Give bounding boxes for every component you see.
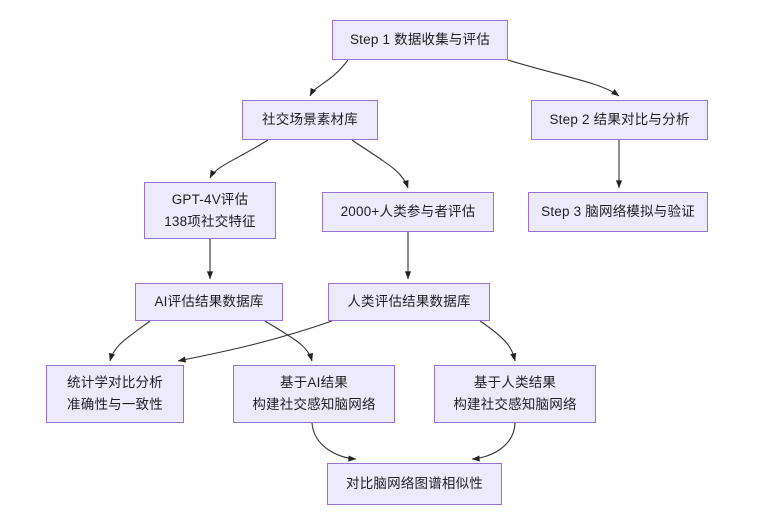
flow-node-human_db[interactable]: 人类评估结果数据库 — [328, 283, 490, 321]
flow-node-corpus[interactable]: 社交场景素材库 — [242, 100, 378, 140]
flow-node-step3[interactable]: Step 3 脑网络模拟与验证 — [528, 192, 708, 232]
flow-node-label: 人类评估结果数据库 — [347, 294, 471, 310]
flow-node-label: GPT-4V评估 — [171, 191, 249, 207]
flow-node-label: Step 2 结果对比与分析 — [549, 112, 690, 128]
flow-node-stats[interactable]: 统计学对比分析准确性与一致性 — [46, 365, 184, 423]
flow-node-label: 社交场景素材库 — [262, 112, 358, 128]
flow-node-label: 构建社交感知脑网络 — [252, 397, 376, 412]
flow-edge-human_db-to-net_human — [479, 320, 517, 362]
flow-edge-ai_db-to-net_ai — [264, 320, 314, 362]
flow-node-label: 基于AI结果 — [280, 375, 348, 391]
flow-node-label: 基于人类结果 — [473, 375, 557, 391]
flow-edge-corpus-to-human_raters — [351, 139, 409, 189]
flow-edge-ai_db-to-stats — [108, 320, 151, 362]
flow-node-gpt4v[interactable]: GPT-4V评估 138项社交特征 — [144, 182, 276, 239]
flow-node-label: Step 3 脑网络模拟与验证 — [541, 204, 695, 220]
flow-edge-step1-to-step2 — [507, 59, 620, 97]
flow-node-label: AI评估结果数据库 — [154, 294, 264, 310]
flow-node-label: 对比脑网络图谱相似性 — [346, 476, 483, 492]
flow-node-human_raters[interactable]: 2000+人类参与者评估 — [322, 192, 494, 232]
flow-node-compare_net[interactable]: 对比脑网络图谱相似性 — [327, 463, 502, 505]
flow-edge-corpus-to-gpt4v — [209, 139, 269, 179]
flow-edge-net_ai-to-compare_net — [311, 422, 357, 462]
flow-node-label: 构建社交感知脑网络 — [453, 397, 577, 412]
flow-node-label: 2000+人类参与者评估 — [340, 204, 476, 220]
flow-node-label: 统计学对比分析 — [67, 375, 163, 391]
flow-edge-human_db-to-stats — [177, 320, 333, 363]
flow-node-net_human[interactable]: 基于人类结果构建社交感知脑网络 — [434, 365, 596, 423]
flow-node-label: 准确性与一致性 — [67, 397, 163, 412]
flow-node-step2[interactable]: Step 2 结果对比与分析 — [531, 100, 708, 140]
flow-edge-net_human-to-compare_net — [471, 422, 516, 462]
flow-node-step1[interactable]: Step 1 数据收集与评估 — [332, 20, 508, 60]
flow-node-label: 138项社交特征 — [164, 213, 256, 229]
flow-node-label: Step 1 数据收集与评估 — [349, 32, 491, 48]
flow-edge-step1-to-corpus — [309, 59, 349, 97]
flow-node-net_ai[interactable]: 基于AI结果构建社交感知脑网络 — [233, 365, 395, 423]
flow-node-ai_db[interactable]: AI评估结果数据库 — [135, 283, 283, 321]
